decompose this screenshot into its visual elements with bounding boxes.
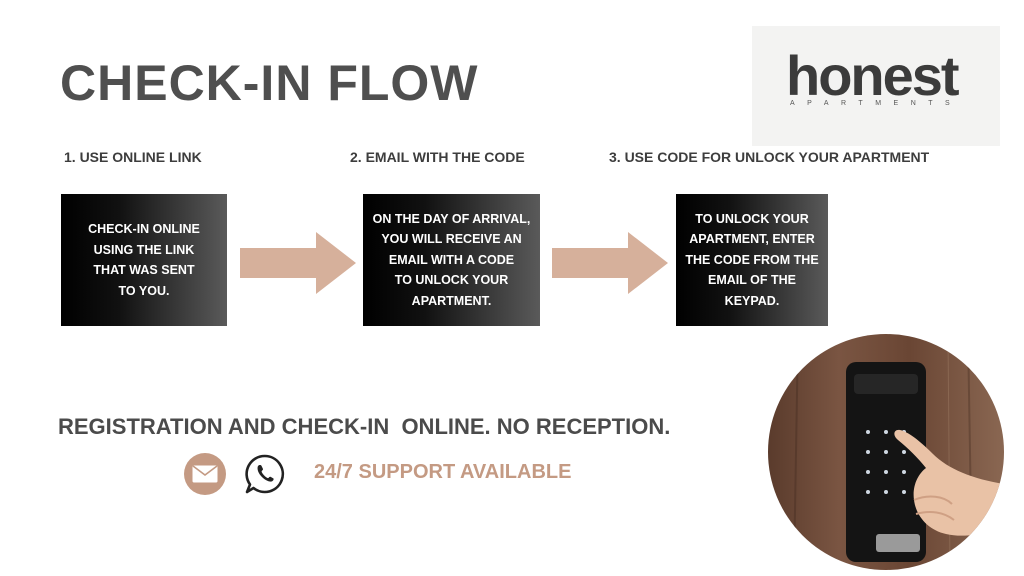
step-1-card: CHECK-IN ONLINE USING THE LINK THAT WAS … <box>61 194 227 326</box>
arrow-right-icon <box>552 232 668 294</box>
arrow-right-icon <box>240 232 356 294</box>
step-1-heading: 1. USE ONLINE LINK <box>64 149 202 165</box>
logo-wordmark: honest <box>786 44 960 107</box>
page-title: CHECK-IN FLOW <box>60 55 479 111</box>
logo-subtitle: APARTMENTS <box>790 100 963 107</box>
registration-notice: REGISTRATION AND CHECK-IN ONLINE. NO REC… <box>58 414 671 439</box>
step-2-text: ON THE DAY OF ARRIVAL, YOU WILL RECEIVE … <box>372 211 531 308</box>
honest-apartments-logo: honest APARTMENTS <box>752 26 1000 146</box>
step-3-text: TO UNLOCK YOUR APARTMENT, ENTER THE CODE… <box>685 211 819 308</box>
step-1-text: CHECK-IN ONLINE USING THE LINK THAT WAS … <box>88 222 200 298</box>
door-keypad-lock-photo <box>768 334 1004 570</box>
step-2-heading: 2. EMAIL WITH THE CODE <box>350 149 525 165</box>
step-3-heading: 3. USE CODE FOR UNLOCK YOUR APARTMENT <box>609 149 930 165</box>
step-2-card: ON THE DAY OF ARRIVAL, YOU WILL RECEIVE … <box>363 194 540 326</box>
whatsapp-icon[interactable] <box>244 453 286 495</box>
envelope-icon[interactable] <box>184 453 226 495</box>
step-3-card: TO UNLOCK YOUR APARTMENT, ENTER THE CODE… <box>676 194 828 326</box>
support-availability: 24/7 SUPPORT AVAILABLE <box>314 461 572 483</box>
